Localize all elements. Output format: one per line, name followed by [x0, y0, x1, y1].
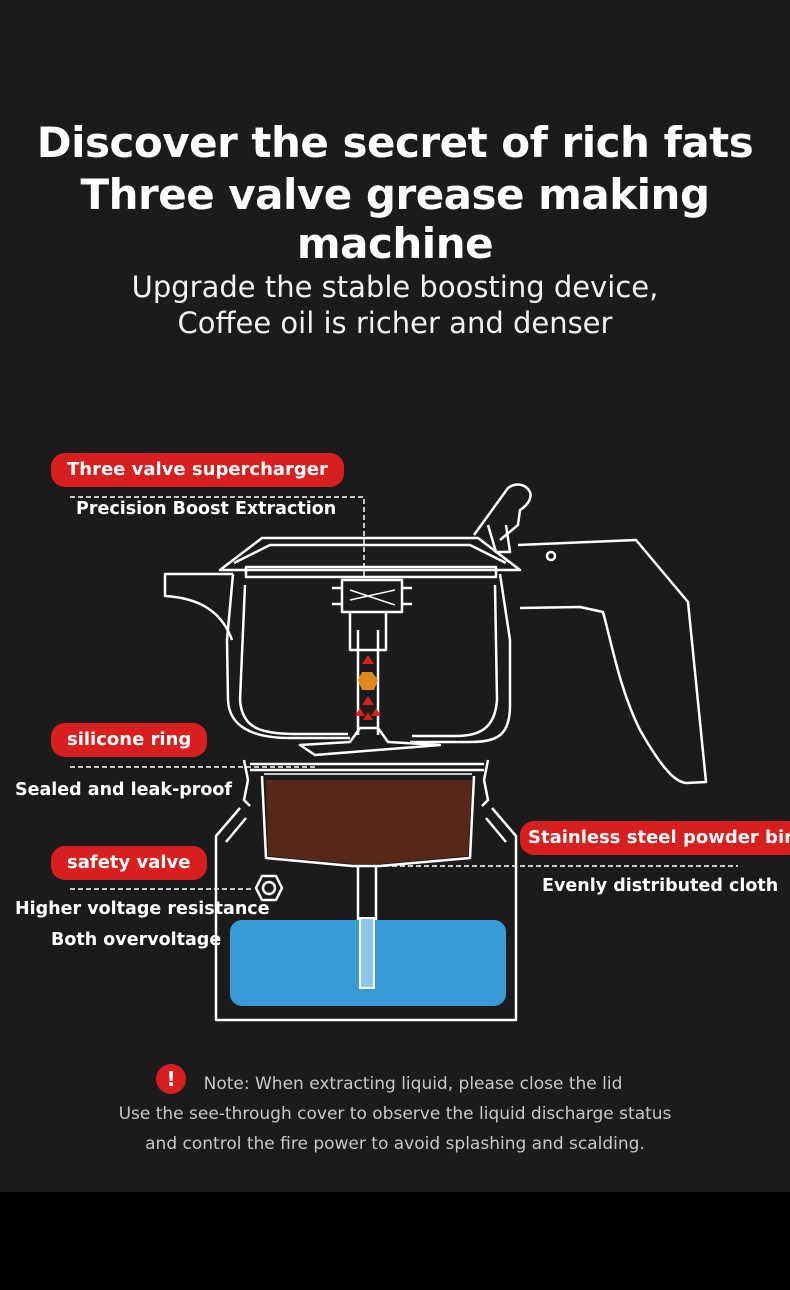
tag-silicone-ring: silicone ring: [51, 723, 208, 757]
separator-plate: [298, 726, 442, 757]
pot-upper-body: [225, 573, 350, 740]
desc-supercharger: Precision Boost Extraction: [76, 499, 337, 519]
pot-handle: [517, 538, 708, 785]
leader-supercharger: [70, 496, 365, 578]
heading-line-1: Discover the secret of rich fats: [36, 118, 754, 167]
safety-valve-icon: [254, 874, 284, 902]
powder-bin-outline: [260, 775, 476, 868]
valve-insert: [358, 672, 378, 690]
subheading-line-2: Coffee oil is richer and denser: [177, 306, 613, 340]
lower-chamber: [214, 807, 518, 1022]
center-stem: [356, 630, 380, 735]
note-line-2: Use the see-through cover to observe the…: [118, 1104, 672, 1124]
tag-supercharger: Three valve supercharger: [51, 453, 344, 487]
pressure-arrows-icon: [355, 655, 381, 720]
moka-pot-diagram: [70, 483, 738, 1022]
desc-powder-bin: Evenly distributed cloth: [542, 876, 779, 896]
tag-powder-bin: Stainless steel powder bin: [520, 821, 790, 855]
pot-upper-body-right: [410, 573, 512, 744]
subheading-line-1: Upgrade the stable boosting device,: [131, 270, 659, 304]
note-line-1: Note: When extracting liquid, please clo…: [203, 1074, 623, 1094]
lid-knob: [472, 483, 532, 541]
pot-lid: [218, 536, 522, 572]
tag-safety-valve: safety valve: [51, 846, 207, 880]
warning-icon: !: [156, 1064, 186, 1094]
note-line-3: and control the fire power to avoid spla…: [145, 1134, 645, 1154]
desc-silicone-ring: Sealed and leak-proof: [15, 780, 233, 800]
coffee-grounds: [266, 780, 472, 864]
pot-spout: [163, 572, 234, 641]
silicone-ring-seam: [242, 759, 490, 807]
desc-safety-valve-1: Higher voltage resistance: [15, 899, 270, 919]
heading-line-2: Three valve grease making machine: [80, 170, 710, 268]
desc-safety-valve-2: Both overvoltage: [51, 930, 222, 950]
